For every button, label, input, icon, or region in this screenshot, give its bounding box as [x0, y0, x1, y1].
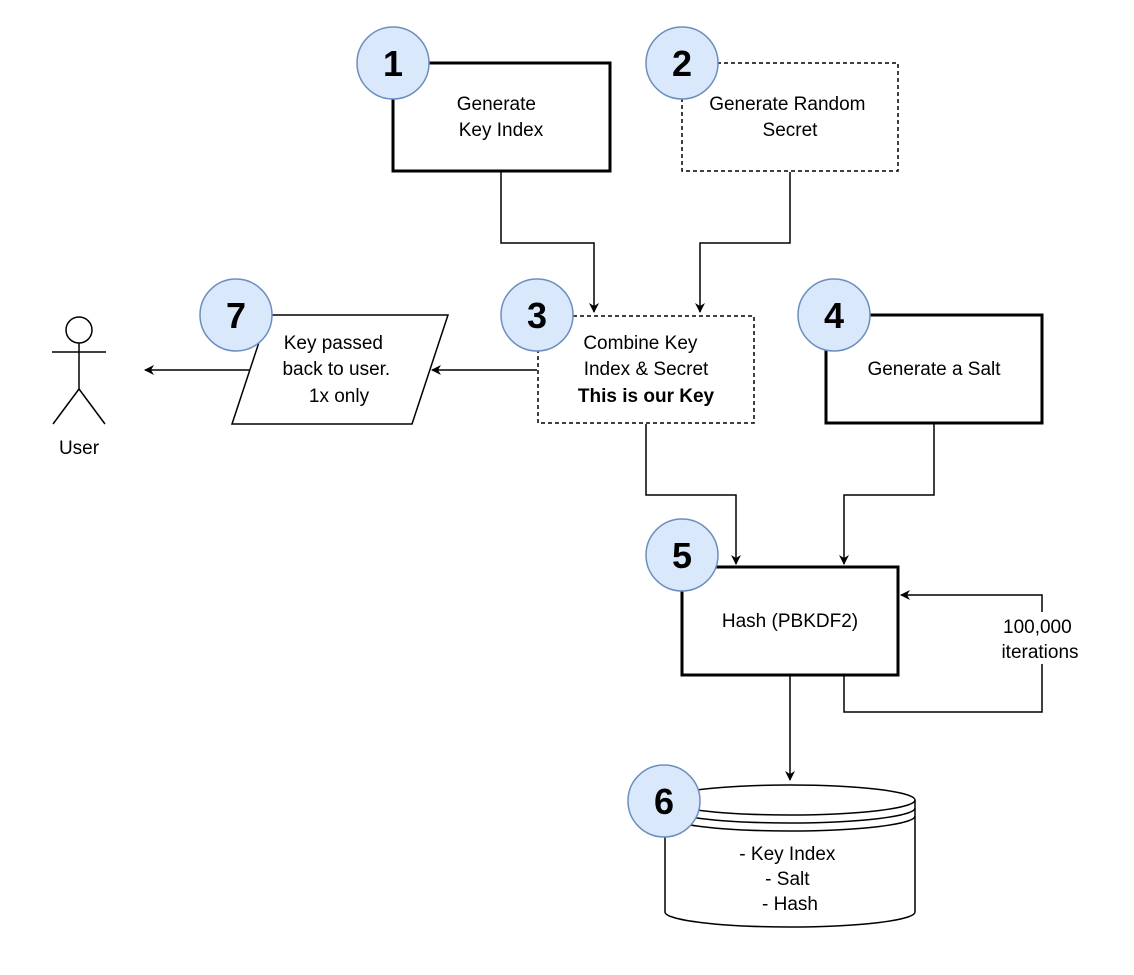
node-label-line: Key Index	[459, 120, 544, 141]
step-badge-1: 1	[356, 26, 430, 100]
node-label-line: Generate a Salt	[867, 359, 1001, 380]
node-label-line: back to user.	[282, 359, 390, 380]
step-badge-circle	[199, 278, 273, 352]
actor-head	[65, 316, 93, 344]
database-line: - Key Index	[739, 844, 836, 865]
edge-4-to-5	[839, 424, 935, 565]
node-label-line: Index & Secret	[584, 359, 709, 380]
actor-left-leg	[52, 388, 80, 425]
edge-2-to-3	[695, 172, 791, 313]
user-actor	[52, 316, 106, 425]
node-label-line: Hash (PBKDF2)	[722, 611, 858, 632]
process-box-dashed	[681, 62, 899, 172]
node-generate-key-index: Generate Key Index	[391, 61, 612, 173]
step-badge-circle	[500, 278, 574, 352]
connectors	[144, 172, 1043, 781]
loop-label-line: 100,000	[1003, 617, 1072, 638]
process-box	[391, 61, 612, 173]
edge-3-to-5	[645, 424, 741, 565]
step-badge-circle	[627, 764, 701, 838]
svg-text:Generate Key Index: Generate Key Index	[457, 94, 544, 141]
step-badge-circle	[356, 26, 430, 100]
step-badge-6: 6	[627, 764, 701, 838]
svg-text:100,000 iterations: 100,000 iterations	[1001, 617, 1078, 663]
svg-text:Generate Random Secret: Generate Random Secret	[709, 94, 871, 141]
loop-label-background	[993, 612, 1091, 664]
node-emphasis-text: This is our Key	[578, 386, 715, 407]
node-hash: Hash (PBKDF2)	[680, 565, 900, 677]
step-badge-2: 2	[645, 26, 719, 100]
step-badge-4: 4	[797, 278, 871, 352]
loop-label: 100,000 iterations	[993, 612, 1091, 664]
step-badge-5: 5	[645, 518, 719, 592]
edge-5-loop	[843, 590, 1043, 713]
step-number: 7	[226, 295, 246, 336]
database-line: - Hash	[762, 894, 818, 915]
data-parallelogram	[230, 314, 450, 425]
node-label-line: 1x only	[309, 386, 370, 407]
step-number: 5	[672, 535, 692, 576]
step-badge-circle	[645, 518, 719, 592]
actor-right-leg	[78, 388, 106, 425]
node-label-line: Secret	[763, 120, 819, 141]
step-badge-circle	[797, 278, 871, 352]
process-box	[680, 565, 900, 677]
svg-text:Combine Key Index & Secr: Combine Key Index & Secret	[583, 333, 709, 380]
node-key-passed: Key passed back to user. 1x only	[230, 314, 450, 425]
step-number: 3	[527, 295, 547, 336]
step-badge-3: 3	[500, 278, 574, 352]
node-label-line: Key passed	[284, 333, 383, 354]
database-cylinder-top	[664, 784, 916, 816]
node-database: - Key Index - Salt - Hash	[664, 784, 916, 928]
svg-text:- Key Index - Salt: - Key Index - Salt - Hash	[739, 844, 840, 915]
node-label-line: Generate	[457, 94, 536, 115]
loop-label-line: iterations	[1001, 642, 1078, 663]
process-box-dashed	[537, 315, 755, 424]
database-line: - Salt	[765, 869, 810, 890]
step-number: 6	[654, 781, 674, 822]
user-label: User	[59, 438, 100, 459]
edge-1-to-3	[500, 172, 599, 313]
node-label-line: Generate Random	[709, 94, 865, 115]
step-badge-circle	[645, 26, 719, 100]
step-badges: 1 2 3 4 5 6 7	[199, 26, 871, 838]
node-combine-key: Combine Key Index & Secret This is our K…	[537, 315, 755, 424]
step-number: 4	[824, 295, 844, 336]
step-badge-7: 7	[199, 278, 273, 352]
svg-text:Key passed back to user.: Key passed back to user. 1x only	[282, 333, 395, 407]
node-generate-random-secret: Generate Random Secret	[681, 62, 899, 172]
node-label-line: Combine Key	[583, 333, 698, 354]
step-number: 1	[383, 43, 403, 84]
step-number: 2	[672, 43, 692, 84]
database-cylinder-body	[664, 800, 916, 928]
